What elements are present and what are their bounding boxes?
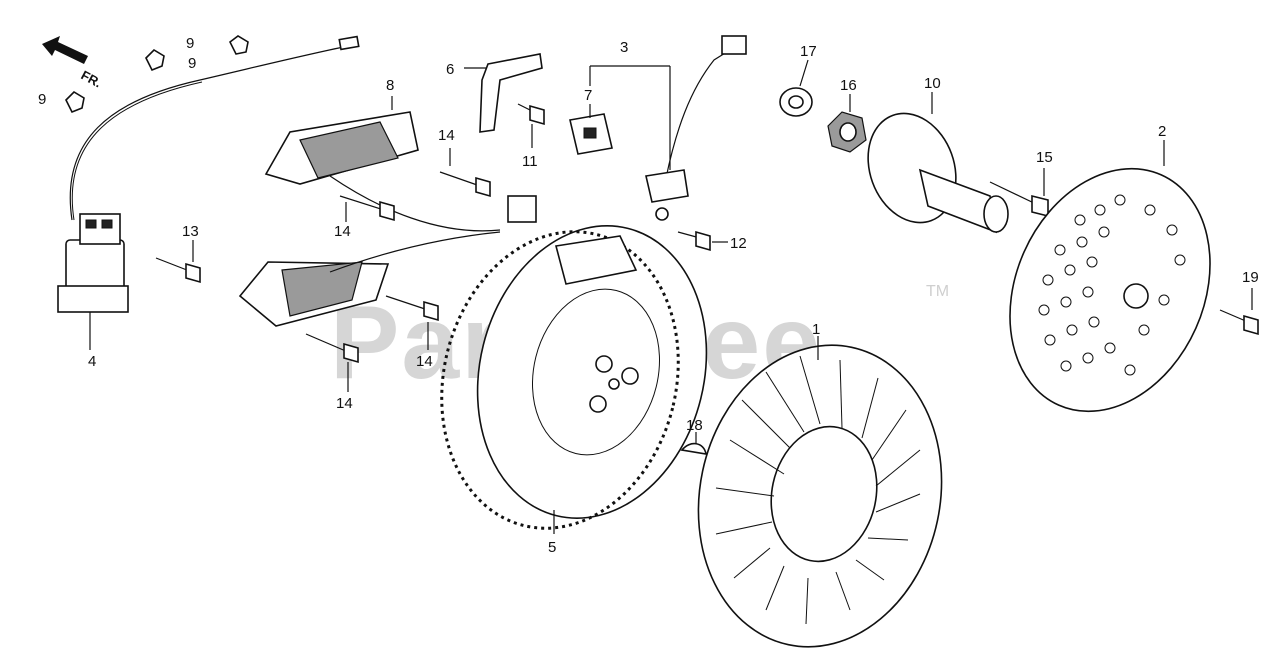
bolt-19-icon [1219,288,1259,336]
terminal-block-icon [569,104,613,155]
front-direction-arrow-icon [42,36,88,64]
flywheel-icon [440,225,708,534]
charge-coil-lower-icon [238,261,390,327]
trademark-text: TM [926,283,949,300]
direction-label: FR. [79,67,105,90]
bolt-13-icon [155,240,201,284]
callout-14b: 14 [334,223,351,240]
harness-connector-icon [507,195,537,223]
callout-11: 11 [522,153,538,170]
callout-19: 19 [1242,269,1259,286]
callout-15: 15 [1036,149,1053,166]
callout-9a: 9 [186,35,194,52]
charge-coil-upper-icon [264,96,419,185]
bracket-icon [464,53,543,133]
callout-18: 18 [686,417,703,434]
callout-10: 10 [924,75,941,92]
pulse-sensor-lead-icon [589,35,747,221]
callout-4: 4 [88,353,96,370]
woodruff-key-icon [680,432,707,455]
callout-13: 13 [182,223,199,240]
callout-7: 7 [584,87,592,104]
bolt-12-icon [677,230,728,252]
bolt-11-icon [517,103,545,148]
ignition-wire [69,45,349,221]
callout-9b: 9 [188,55,196,72]
callout-1: 1 [812,321,820,338]
bolt-14-icons [305,148,491,392]
callout-8: 8 [386,77,394,94]
washer-icon [779,59,813,117]
callout-14c: 14 [416,353,433,370]
clip-icon [65,35,249,114]
callout-14a: 14 [438,127,455,144]
callout-14d: 14 [336,395,353,412]
callout-17: 17 [800,43,817,60]
nut-icon [827,94,867,153]
callout-labels: 1 2 3 4 5 6 7 8 9 9 9 10 11 12 13 14 14 … [38,35,1259,556]
callout-6: 6 [446,61,454,78]
starter-pulley-icon [867,92,1009,234]
callout-5: 5 [548,539,556,556]
ignition-coil-icon [57,213,129,350]
callout-12: 12 [730,235,747,252]
callout-16: 16 [840,77,857,94]
cooling-fan-icon [697,336,943,648]
fan-screen-grid-icon [1009,140,1211,413]
wire-terminal-icon [338,35,360,51]
callout-2: 2 [1158,123,1166,140]
callout-3: 3 [620,39,628,56]
callout-9c: 9 [38,91,46,108]
